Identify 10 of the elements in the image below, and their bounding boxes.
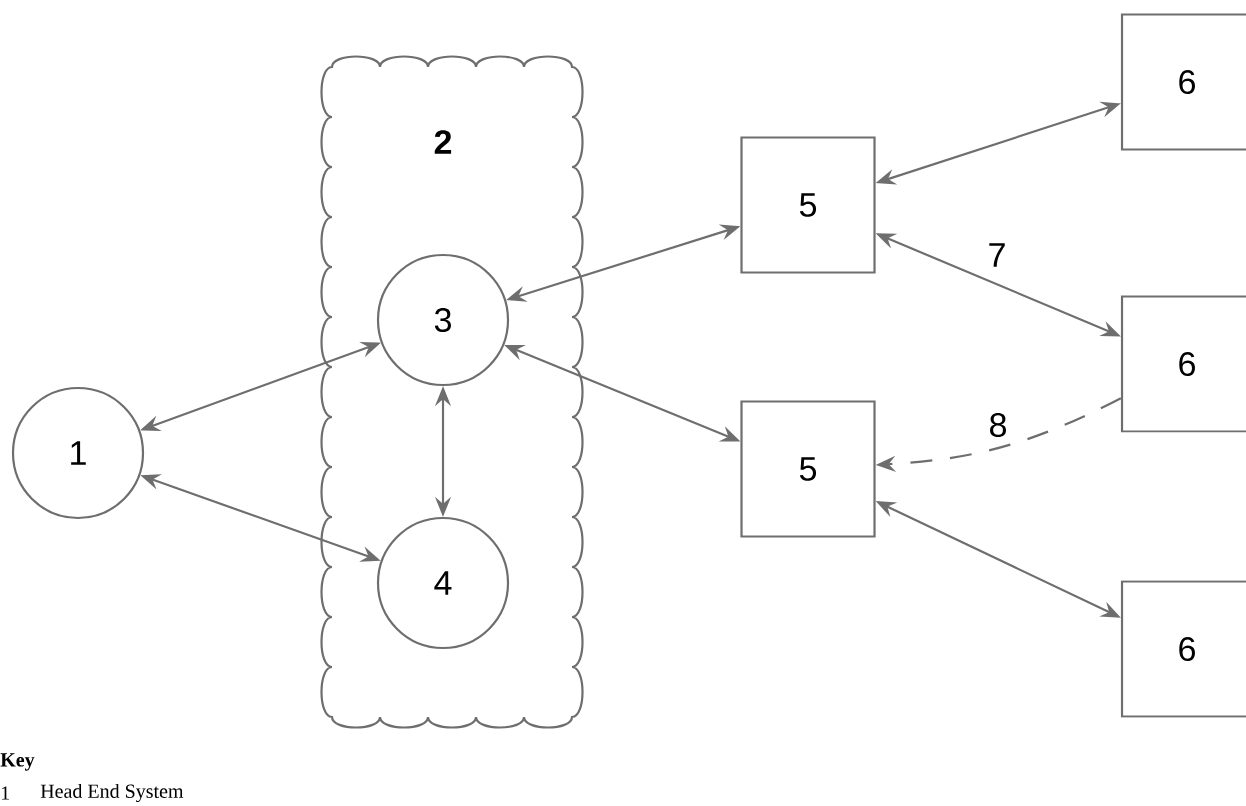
key-text: Key <box>0 753 35 771</box>
key-text: Head End System <box>40 783 184 803</box>
edge-label: 7 <box>985 241 1009 269</box>
square-box: 5 <box>740 136 876 274</box>
edge-label: 8 <box>986 410 1010 440</box>
key-text: 1 <box>1 786 9 800</box>
square-box: 5 <box>740 400 876 538</box>
circle-node: 1 <box>11 386 145 520</box>
circle-node: 3 <box>376 253 510 387</box>
circle-node: 4 <box>376 516 510 650</box>
